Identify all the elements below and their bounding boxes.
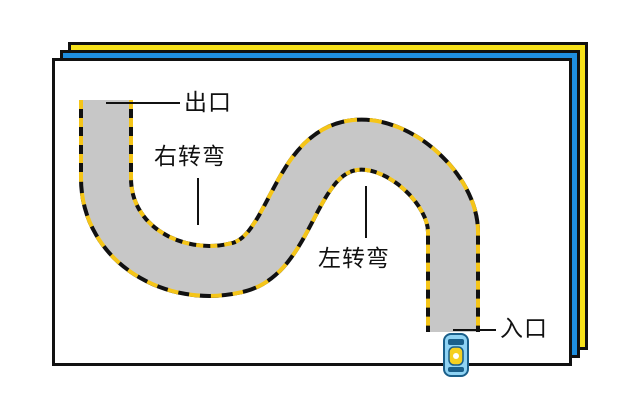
road-surface [106, 100, 453, 332]
right-turn-label: 右转弯 [154, 146, 226, 169]
exit-label: 出口 [184, 92, 232, 115]
car-top-view-icon [444, 334, 468, 376]
left-turn-label: 左转弯 [318, 248, 390, 271]
road [106, 100, 453, 332]
entry-label: 入口 [500, 318, 548, 341]
